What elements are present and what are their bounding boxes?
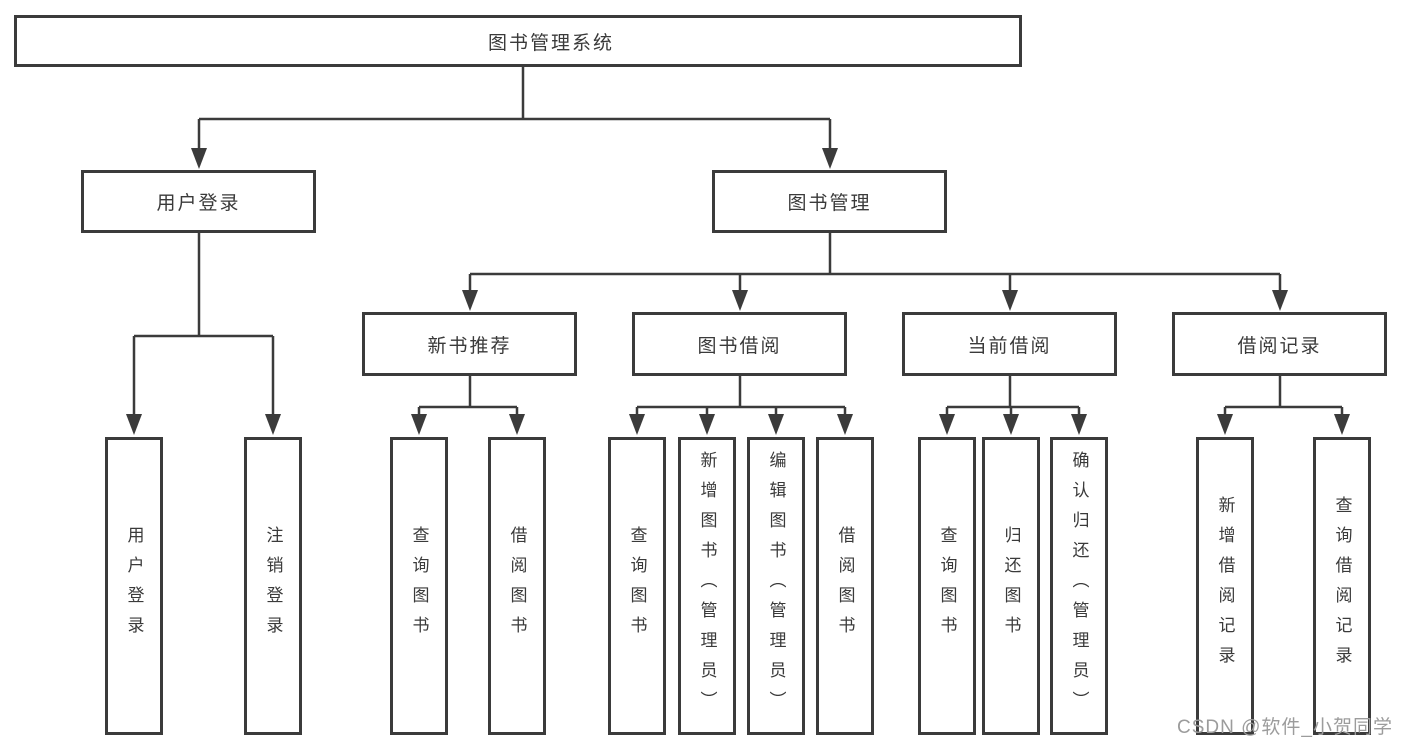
- node-library-management-system: 图书管理系统: [14, 15, 1022, 67]
- leaf-label: 编辑图书（管理员）: [766, 451, 786, 721]
- node-label: 借阅记录: [1237, 335, 1322, 357]
- leaf-confirm-return-admin: 确认归还（管理员）: [1050, 437, 1108, 735]
- leaf-label: 新增借阅记录: [1215, 496, 1235, 676]
- node-current-borrowing: 当前借阅: [902, 312, 1117, 376]
- leaf-borrow-books-recommend: 借阅图书: [488, 437, 546, 735]
- leaf-label: 查询图书: [937, 526, 957, 646]
- leaf-label: 借阅图书: [835, 526, 855, 646]
- leaf-logout: 注销登录: [244, 437, 302, 735]
- leaf-query-books-borrowing: 查询图书: [608, 437, 666, 735]
- node-label: 图书管理系统: [487, 32, 614, 54]
- leaf-label: 确认归还（管理员）: [1069, 451, 1089, 721]
- leaf-label: 查询借阅记录: [1332, 496, 1352, 676]
- leaf-label: 归还图书: [1001, 526, 1021, 646]
- node-label: 图书管理: [787, 193, 872, 214]
- arrowheads: [126, 148, 1350, 435]
- leaf-label: 查询图书: [409, 526, 429, 646]
- leaf-query-books-recommend: 查询图书: [390, 437, 448, 735]
- node-borrowing-records: 借阅记录: [1172, 312, 1387, 376]
- leaf-label: 查询图书: [627, 526, 647, 646]
- node-label: 用户登录: [156, 193, 241, 214]
- leaf-edit-books-admin: 编辑图书（管理员）: [747, 437, 805, 735]
- leaf-label: 借阅图书: [507, 526, 527, 646]
- node-new-book-recommendation: 新书推荐: [362, 312, 577, 376]
- node-book-borrowing: 图书借阅: [632, 312, 847, 376]
- leaf-return-books: 归还图书: [982, 437, 1040, 735]
- leaf-query-borrow-record: 查询借阅记录: [1313, 437, 1371, 735]
- leaf-query-books-current: 查询图书: [918, 437, 976, 735]
- leaf-add-borrow-record: 新增借阅记录: [1196, 437, 1254, 735]
- node-label: 当前借阅: [967, 335, 1052, 357]
- node-user-login: 用户登录: [81, 170, 316, 233]
- leaf-borrow-books-borrowing: 借阅图书: [816, 437, 874, 735]
- node-label: 新书推荐: [427, 335, 512, 357]
- node-book-management: 图书管理: [712, 170, 947, 233]
- watermark: CSDN @软件_小贺同学: [1177, 717, 1393, 738]
- node-label: 图书借阅: [697, 335, 782, 357]
- leaf-label: 新增图书（管理员）: [697, 451, 717, 721]
- leaf-label: 用户登录: [124, 526, 144, 646]
- leaf-user-login: 用户登录: [105, 437, 163, 735]
- leaf-add-books-admin: 新增图书（管理员）: [678, 437, 736, 735]
- leaf-label: 注销登录: [263, 526, 283, 646]
